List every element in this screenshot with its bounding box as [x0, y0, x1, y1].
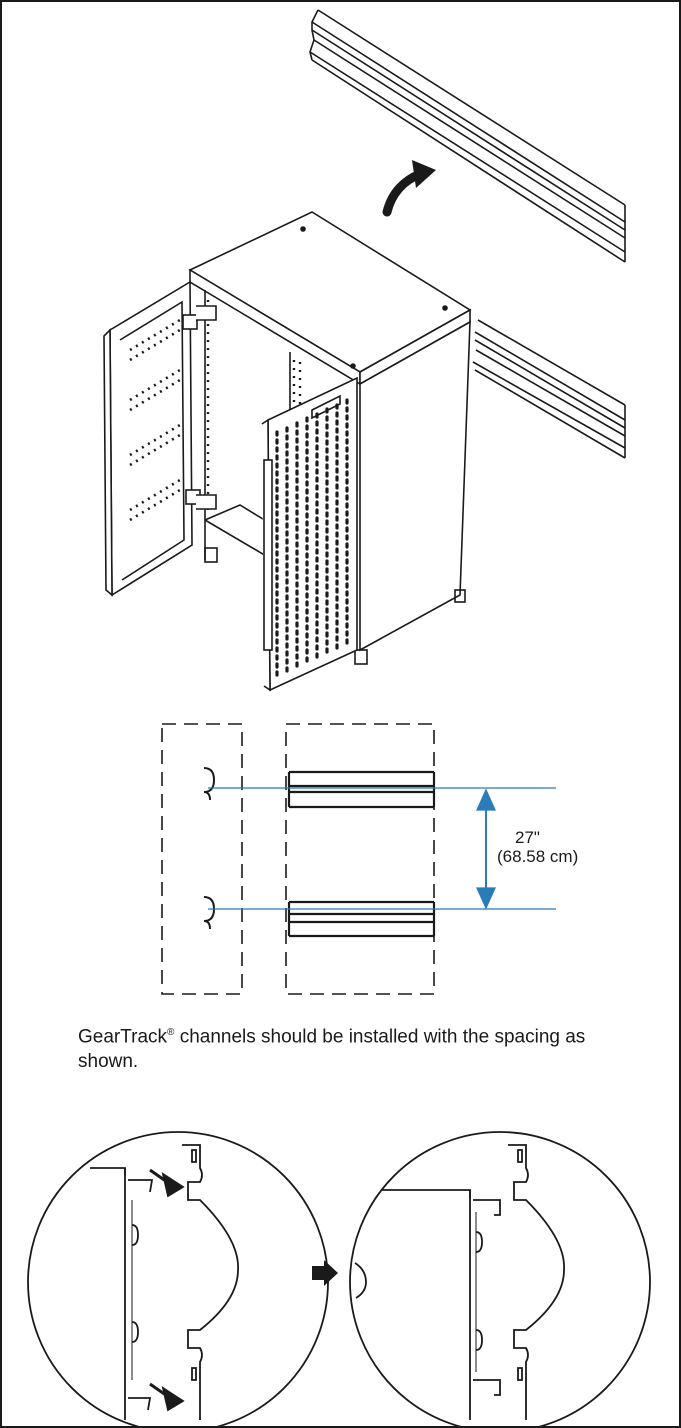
dimension-lines	[208, 787, 556, 910]
registered-mark: ®	[167, 1027, 175, 1038]
caption-brand: GearTrack	[78, 1026, 168, 1048]
channel-lower	[287, 900, 436, 938]
cabinet-door-right	[261, 376, 358, 692]
spacing-inches: 27"	[515, 828, 540, 847]
right-arrow-icon	[312, 1260, 338, 1286]
geartrack-rail-top	[309, 9, 626, 263]
spacing-centimeters: (68.58 cm)	[497, 847, 579, 866]
cabinet-back-outline	[285, 723, 435, 995]
detail-after	[349, 1131, 651, 1428]
geartrack-rail-lower	[472, 319, 626, 459]
spacing-dimension-label: 27" (68.58 cm)	[497, 828, 578, 866]
double-arrow-icon	[475, 788, 497, 811]
caption-text: channels should be installed with the sp…	[78, 1026, 586, 1073]
channel-upper	[287, 770, 436, 809]
spacing-diagram	[161, 723, 436, 995]
cabinet-door-left	[103, 280, 217, 597]
wall-panel-outline	[161, 723, 243, 995]
cabinet	[188, 211, 472, 665]
detail-before	[27, 1131, 329, 1428]
curved-arrow-icon	[382, 160, 436, 217]
installation-caption: GearTrack® channels should be installed …	[78, 1020, 598, 1074]
